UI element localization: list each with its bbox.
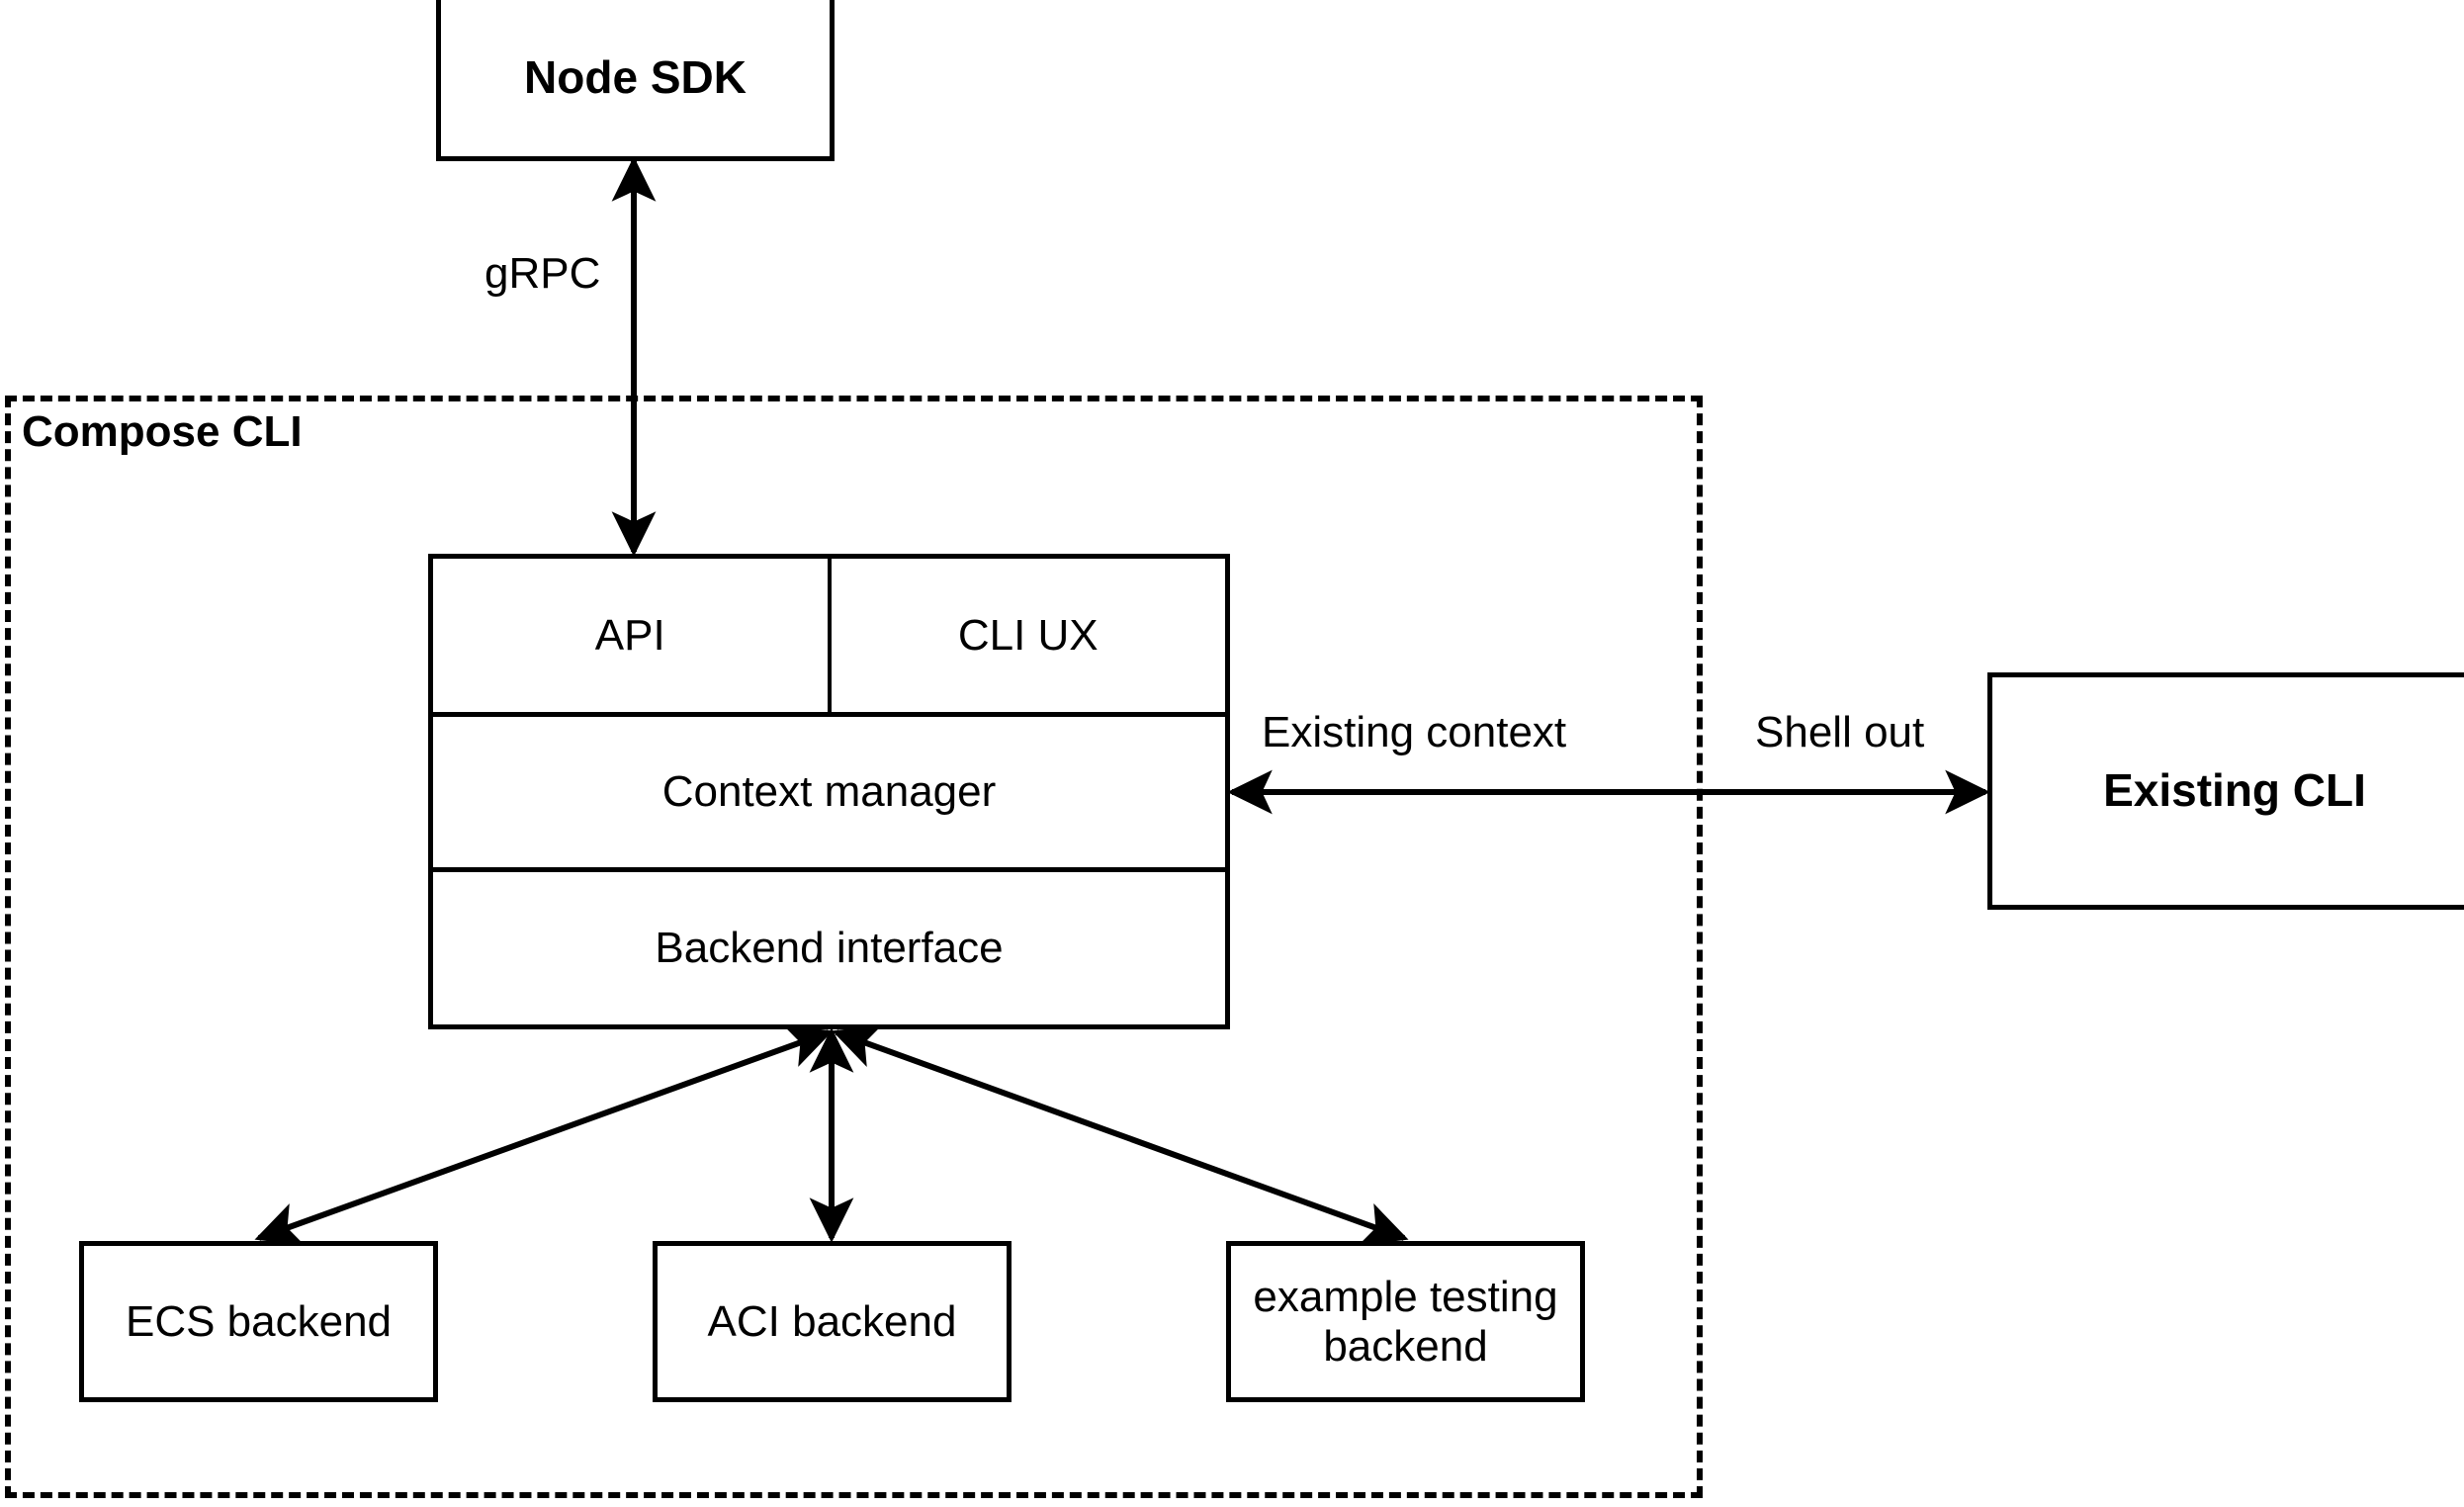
- ecs-backend-label: ECS backend: [125, 1296, 393, 1346]
- compose-cli-title: Compose CLI: [22, 407, 303, 456]
- core-cli-ux-label: CLI UX: [957, 610, 1099, 660]
- core-stack-top-row: API CLI UX: [433, 559, 1225, 717]
- ecs-backend-box: ECS backend: [79, 1241, 438, 1402]
- aci-backend-label: ACI backend: [707, 1296, 957, 1346]
- core-api-label: API: [594, 610, 665, 660]
- edge-example-testing-backend: [832, 1024, 1409, 1246]
- aci-backend-box: ACI backend: [653, 1241, 1012, 1402]
- existing-cli-box: Existing CLI: [1987, 672, 2464, 910]
- core-context-manager-row: Context manager: [433, 717, 1225, 872]
- core-context-manager-label: Context manager: [661, 767, 997, 816]
- edge-label-existing-context: Existing context: [1262, 708, 1567, 756]
- node-sdk-box: Node SDK: [436, 0, 835, 161]
- edge-label-grpc: gRPC: [484, 249, 601, 298]
- node-sdk-label: Node SDK: [524, 51, 747, 104]
- example-testing-backend-box: example testing backend: [1226, 1241, 1585, 1402]
- core-cli-ux-cell: CLI UX: [832, 559, 1226, 712]
- edge-ecs-backend: [254, 1024, 834, 1246]
- core-backend-interface-row: Backend interface: [433, 872, 1225, 1024]
- existing-cli-label: Existing CLI: [2103, 764, 2366, 817]
- core-backend-interface-label: Backend interface: [655, 924, 1004, 972]
- core-stack: API CLI UX Context manager Backend inter…: [428, 554, 1230, 1029]
- compose-cli-boundary: [5, 396, 1703, 1498]
- example-testing-backend-label: example testing backend: [1253, 1273, 1558, 1371]
- edge-label-shell-out: Shell out: [1755, 708, 1925, 756]
- core-api-cell: API: [433, 559, 832, 712]
